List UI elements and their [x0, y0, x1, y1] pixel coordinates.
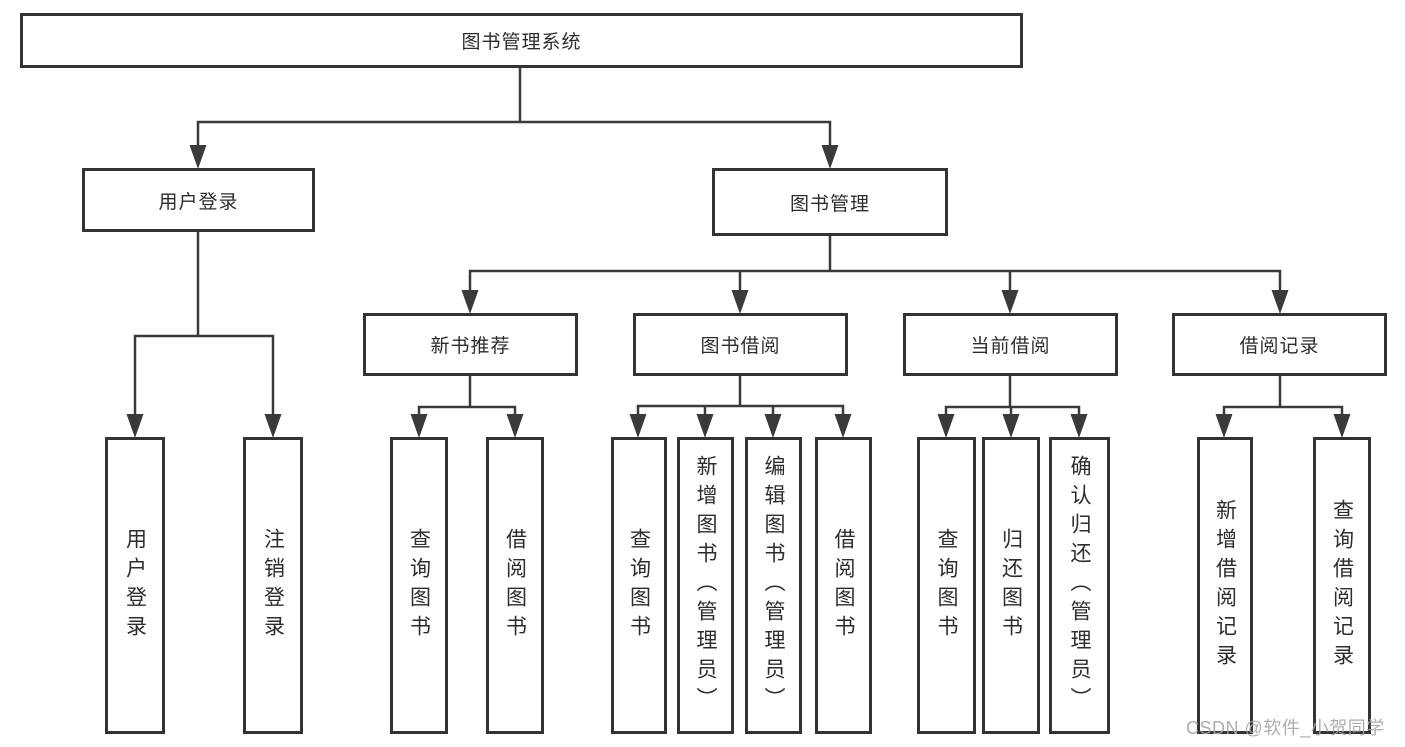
- node-label-root: 图书管理系统: [461, 32, 582, 53]
- node-label-leaf-confirm-return: 确认归还（管理员）: [1068, 455, 1091, 716]
- node-label-leaf-query-books-2: 查询图书: [627, 527, 651, 644]
- connector-root: [189, 66, 839, 169]
- node-label-leaf-borrow-books-2: 借阅图书: [832, 527, 855, 644]
- node-label-leaf-query-books-3: 查询图书: [935, 527, 958, 644]
- node-leaf-confirm-return: 确认归还（管理员）: [1049, 437, 1110, 734]
- arrowhead-icon: [506, 414, 524, 438]
- connector-book-borrowing: [629, 374, 852, 438]
- node-label-user-login: 用户登录: [158, 191, 239, 213]
- node-label-leaf-add-borrow-record: 新增借阅记录: [1213, 498, 1237, 673]
- node-leaf-borrow-books-2: 借阅图书: [815, 437, 872, 734]
- node-leaf-logout: 注销登录: [243, 437, 303, 734]
- arrowhead-icon: [189, 145, 207, 169]
- node-label-current-borrowing: 当前借阅: [970, 336, 1051, 357]
- node-label-leaf-query-borrow-record: 查询借阅记录: [1330, 498, 1354, 673]
- node-label-borrowing-records: 借阅记录: [1239, 336, 1320, 357]
- arrowhead-icon: [461, 290, 479, 314]
- connector-current-borrowing: [937, 374, 1088, 438]
- watermark-text: CSDN @软件_小贺同学: [1186, 718, 1385, 738]
- node-leaf-borrow-books-1: 借阅图书: [486, 437, 544, 734]
- node-leaf-user-login: 用户登录: [105, 437, 165, 734]
- connector-book-management: [461, 234, 1289, 314]
- node-leaf-edit-books: 编辑图书（管理员）: [745, 437, 802, 734]
- node-book-borrowing: 图书借阅: [633, 313, 848, 376]
- arrowhead-icon: [821, 145, 839, 169]
- arrowhead-icon: [410, 414, 428, 438]
- node-label-book-management: 图书管理: [789, 193, 870, 215]
- node-new-book-recommend: 新书推荐: [363, 313, 578, 376]
- arrowhead-icon: [1002, 414, 1020, 438]
- node-label-book-borrowing: 图书借阅: [700, 336, 781, 357]
- arrowhead-icon: [1215, 414, 1233, 438]
- node-label-leaf-edit-books: 编辑图书（管理员）: [762, 455, 785, 716]
- node-label-leaf-user-login: 用户登录: [123, 527, 147, 644]
- node-user-login: 用户登录: [82, 168, 315, 232]
- arrowhead-icon: [696, 414, 714, 438]
- arrowhead-icon: [834, 414, 852, 438]
- node-leaf-query-books-3: 查询图书: [917, 437, 976, 734]
- node-label-leaf-borrow-books-1: 借阅图书: [503, 527, 527, 644]
- node-book-management: 图书管理: [712, 168, 948, 236]
- node-label-leaf-query-books-1: 查询图书: [407, 527, 431, 644]
- arrowhead-icon: [264, 414, 282, 438]
- arrowhead-icon: [629, 414, 647, 438]
- node-root: 图书管理系统: [20, 13, 1023, 68]
- node-leaf-add-books: 新增图书（管理员）: [677, 437, 734, 734]
- arrowhead-icon: [937, 414, 955, 438]
- arrowhead-icon: [1333, 414, 1351, 438]
- connector-user-login: [126, 230, 282, 438]
- node-leaf-add-borrow-record: 新增借阅记录: [1197, 437, 1253, 734]
- node-leaf-query-books-2: 查询图书: [611, 437, 667, 734]
- connector-borrowing-records: [1215, 374, 1351, 438]
- node-label-leaf-logout: 注销登录: [261, 527, 285, 644]
- node-label-new-book-recommend: 新书推荐: [430, 336, 511, 357]
- arrowhead-icon: [1271, 290, 1289, 314]
- node-leaf-query-books-1: 查询图书: [390, 437, 448, 734]
- arrowhead-icon: [1070, 414, 1088, 438]
- connector-new-book-recommend: [410, 374, 524, 438]
- node-leaf-return-books: 归还图书: [982, 437, 1040, 734]
- arrowhead-icon: [731, 290, 749, 314]
- node-leaf-query-borrow-record: 查询借阅记录: [1313, 437, 1371, 734]
- node-label-leaf-return-books: 归还图书: [999, 527, 1023, 644]
- node-current-borrowing: 当前借阅: [903, 313, 1118, 376]
- arrowhead-icon: [126, 414, 144, 438]
- arrowhead-icon: [764, 414, 782, 438]
- arrowhead-icon: [1001, 290, 1019, 314]
- node-label-leaf-add-books: 新增图书（管理员）: [694, 455, 717, 716]
- node-borrowing-records: 借阅记录: [1172, 313, 1387, 376]
